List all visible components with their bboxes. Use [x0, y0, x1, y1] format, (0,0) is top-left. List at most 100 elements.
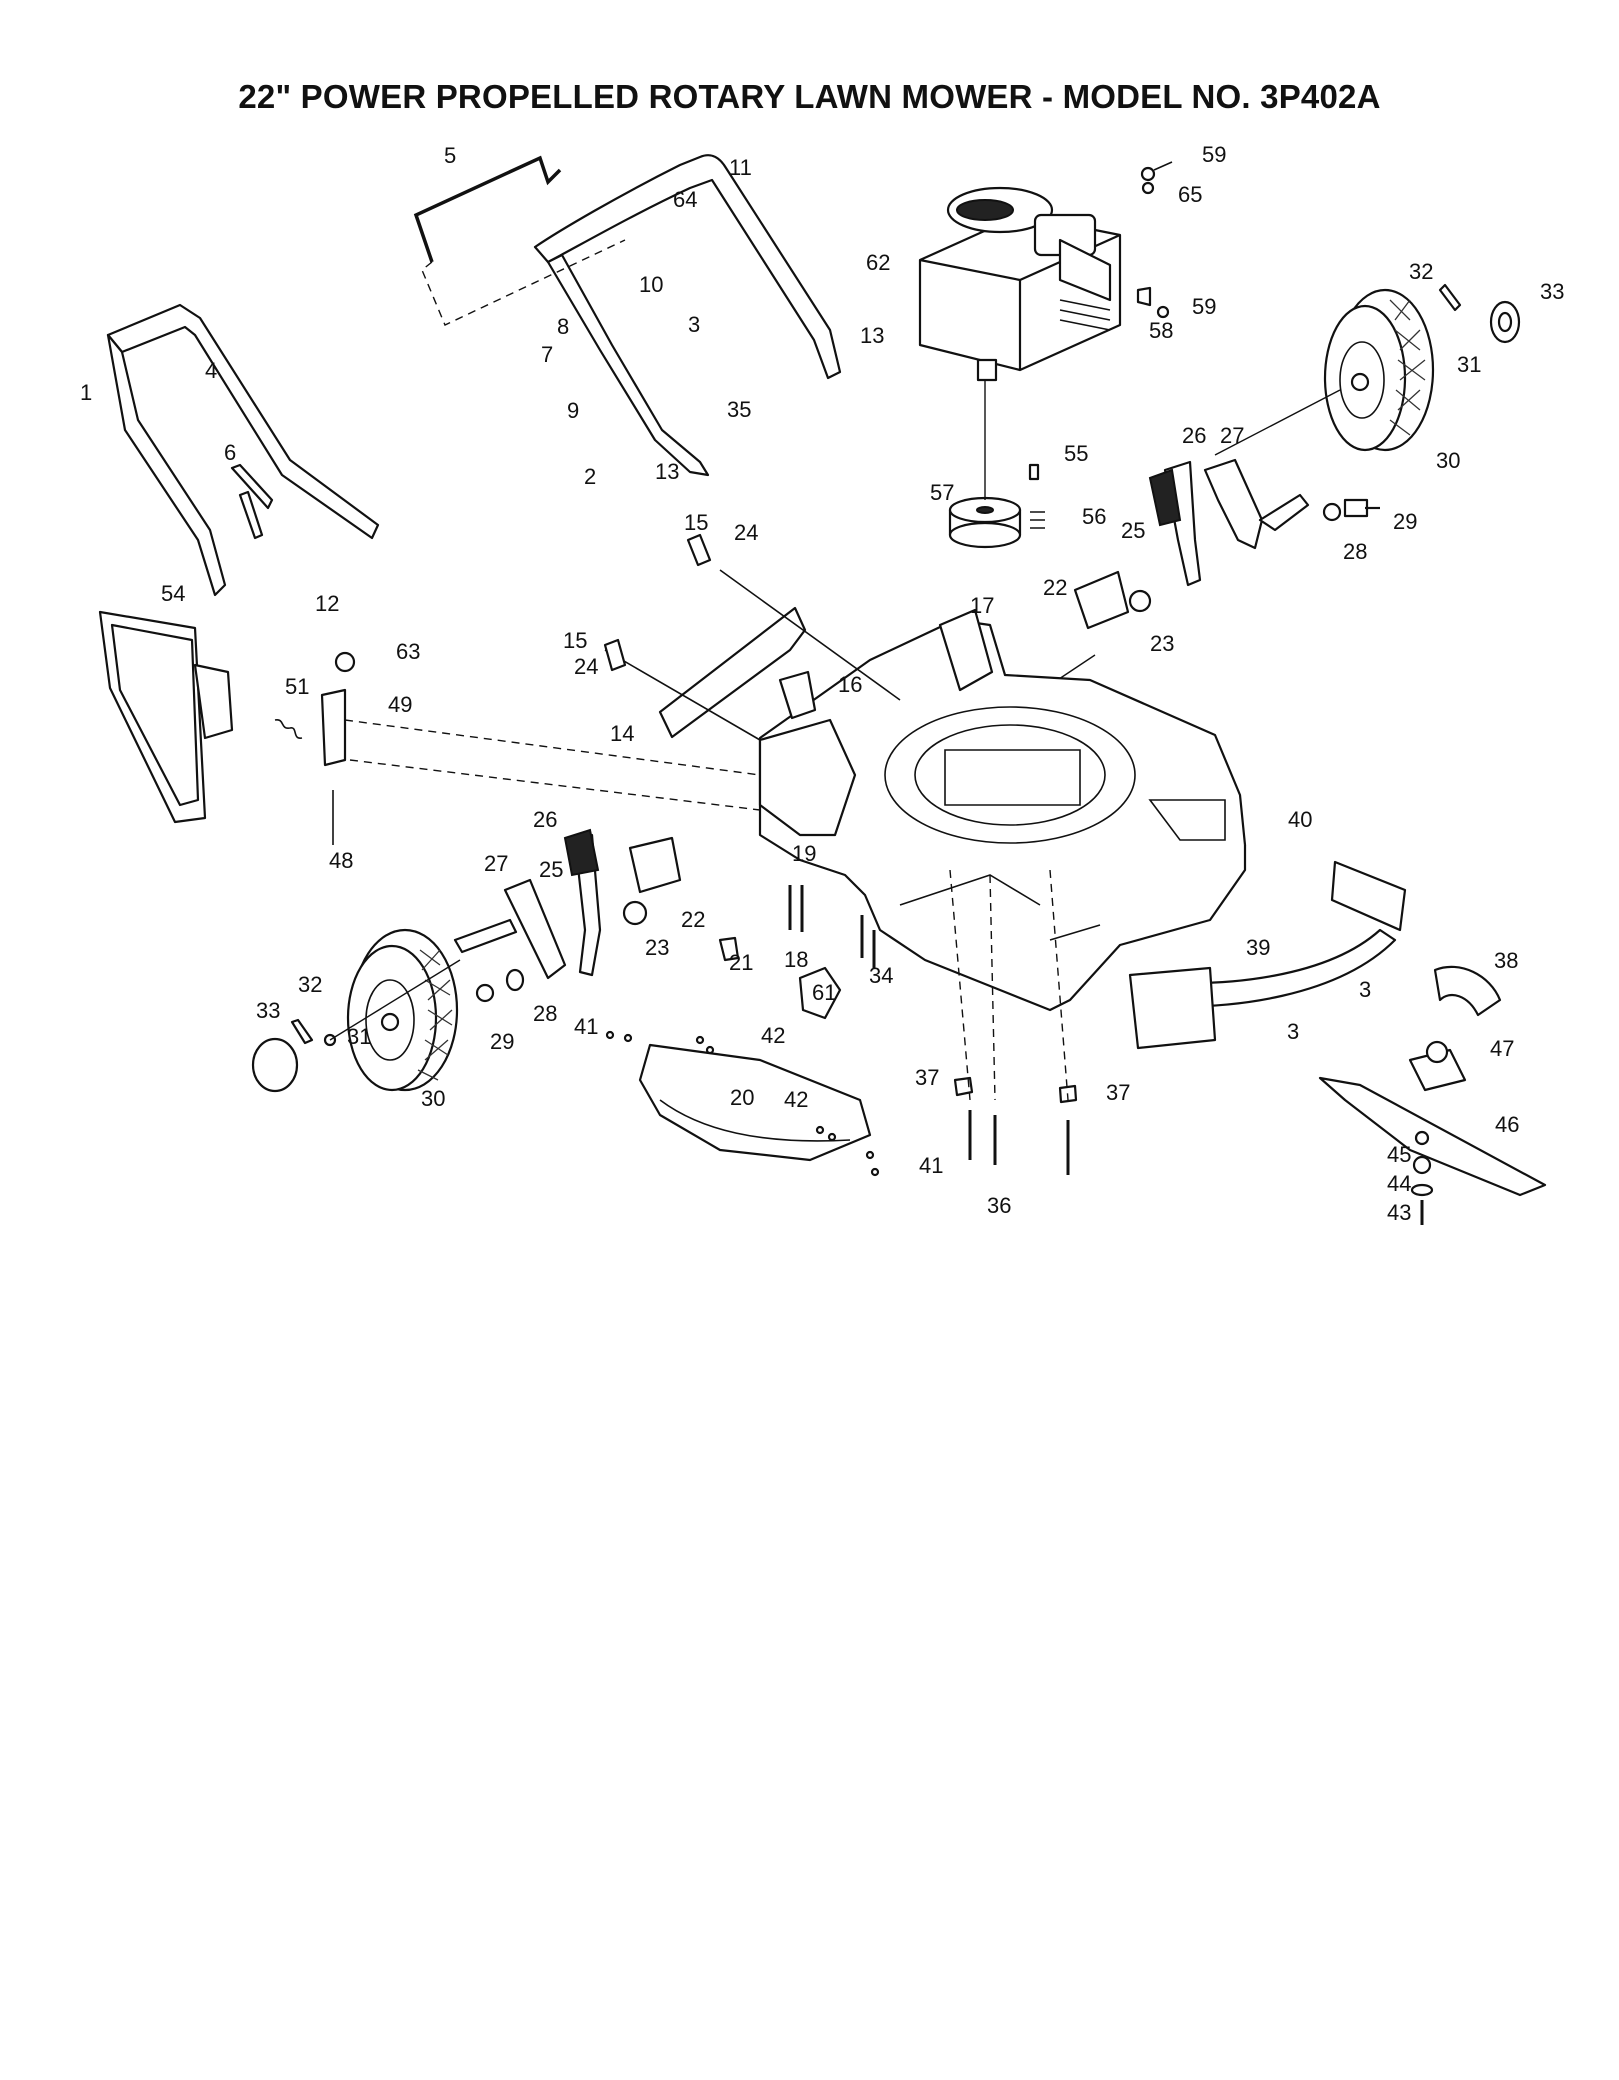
callout-c63: 63	[396, 639, 420, 664]
callout-c56: 56	[1082, 504, 1106, 529]
callout-c7: 7	[541, 342, 553, 367]
right-rear-wheel	[1323, 288, 1435, 452]
callout-c19: 19	[792, 841, 816, 866]
callout-c59a: 59	[1202, 142, 1226, 167]
callout-c46: 46	[1495, 1112, 1519, 1137]
callout-c65: 65	[1178, 182, 1202, 207]
callout-c40: 40	[1288, 807, 1312, 832]
engine-hardware	[1136, 161, 1173, 319]
callout-c14: 14	[610, 721, 634, 746]
clip	[290, 1018, 314, 1045]
callout-c30b: 30	[421, 1086, 445, 1111]
callout-c42a: 42	[761, 1023, 785, 1048]
callout-c58: 58	[1149, 318, 1173, 343]
callout-c47: 47	[1490, 1036, 1514, 1061]
callout-c23b: 23	[645, 935, 669, 960]
callout-c41a: 41	[574, 1014, 598, 1039]
mount-bracket	[778, 670, 817, 720]
callout-c38: 38	[1494, 948, 1518, 973]
callout-c43: 43	[1387, 1200, 1411, 1225]
clip	[718, 936, 740, 962]
callout-c37b: 37	[1106, 1080, 1130, 1105]
callout-c49: 49	[388, 692, 412, 717]
hubcap	[251, 1037, 299, 1093]
callout-c25b: 25	[539, 857, 563, 882]
callout-c54: 54	[161, 581, 185, 606]
callout-c33b: 33	[256, 998, 280, 1023]
callout-c3a: 3	[688, 312, 700, 337]
spacer	[1128, 589, 1152, 613]
callout-c35: 35	[727, 397, 751, 422]
belt-guard	[798, 966, 842, 1020]
callout-c62: 62	[866, 250, 890, 275]
callout-c28a: 28	[1343, 539, 1367, 564]
callout-c37a: 37	[915, 1065, 939, 1090]
spring	[274, 719, 303, 739]
callout-c39: 39	[1246, 935, 1270, 960]
callout-c32b: 32	[298, 972, 322, 997]
callout-c59b: 59	[1192, 294, 1216, 319]
grass-bag	[98, 610, 234, 824]
key	[1028, 463, 1040, 481]
callout-c22b: 22	[681, 907, 705, 932]
callout-c30a: 30	[1436, 448, 1460, 473]
callout-c22a: 22	[1043, 575, 1067, 600]
clip	[1438, 283, 1462, 312]
callout-c24b: 24	[574, 654, 598, 679]
diagram-title: 22" POWER PROPELLED ROTARY LAWN MOWER - …	[238, 78, 1381, 115]
callout-c34: 34	[869, 963, 893, 988]
engine	[918, 186, 1122, 382]
callout-c32a: 32	[1409, 259, 1433, 284]
bracket	[230, 463, 274, 510]
callout-c28b: 28	[533, 1001, 557, 1026]
blade-assembly	[1318, 965, 1547, 1225]
callout-c3c: 3	[1287, 1019, 1299, 1044]
mower-deck	[758, 608, 1247, 1012]
callout-c27a: 27	[1220, 423, 1244, 448]
pivot-bracket	[603, 638, 627, 672]
callout-c45: 45	[1387, 1142, 1411, 1167]
lower-handle	[106, 303, 380, 597]
callout-c41b: 41	[919, 1153, 943, 1178]
callout-c13a: 13	[655, 459, 679, 484]
callout-c10: 10	[639, 272, 663, 297]
callout-c15b: 15	[563, 628, 587, 653]
callout-c8: 8	[557, 314, 569, 339]
callout-c33a: 33	[1540, 279, 1564, 304]
pivot-bracket	[686, 533, 712, 567]
upper-handle	[533, 154, 842, 477]
drive-pulley	[948, 496, 1022, 549]
callout-c36: 36	[987, 1193, 1011, 1218]
callout-c42b: 42	[784, 1087, 808, 1112]
callout-c1: 1	[80, 380, 92, 405]
callout-c31b: 31	[347, 1024, 371, 1049]
callout-c2: 2	[584, 464, 596, 489]
callout-c15a: 15	[684, 510, 708, 535]
bracket	[238, 490, 264, 540]
callout-c17: 17	[970, 593, 994, 618]
front-skirt	[638, 1043, 872, 1162]
callout-c29a: 29	[1393, 509, 1417, 534]
callout-c4: 4	[205, 358, 217, 383]
callout-c31a: 31	[1457, 352, 1481, 377]
callout-c26a: 26	[1182, 423, 1206, 448]
control-bail	[413, 155, 626, 326]
callout-c64: 64	[673, 187, 697, 212]
deflector	[658, 606, 807, 739]
callout-c48: 48	[329, 848, 353, 873]
callout-c18: 18	[784, 947, 808, 972]
bracket-plate	[1073, 570, 1130, 630]
callout-c24a: 24	[734, 520, 758, 545]
callout-c55: 55	[1064, 441, 1088, 466]
callout-c44: 44	[1387, 1171, 1411, 1196]
callout-c26b: 26	[533, 807, 557, 832]
callout-c13b: 13	[860, 323, 884, 348]
callout-c9: 9	[567, 398, 579, 423]
left-front-wheel	[346, 928, 459, 1092]
right-height-adjuster	[1148, 458, 1380, 587]
hinge-door	[320, 688, 347, 767]
left-height-adjuster	[453, 828, 682, 980]
callout-c20: 20	[730, 1085, 754, 1110]
